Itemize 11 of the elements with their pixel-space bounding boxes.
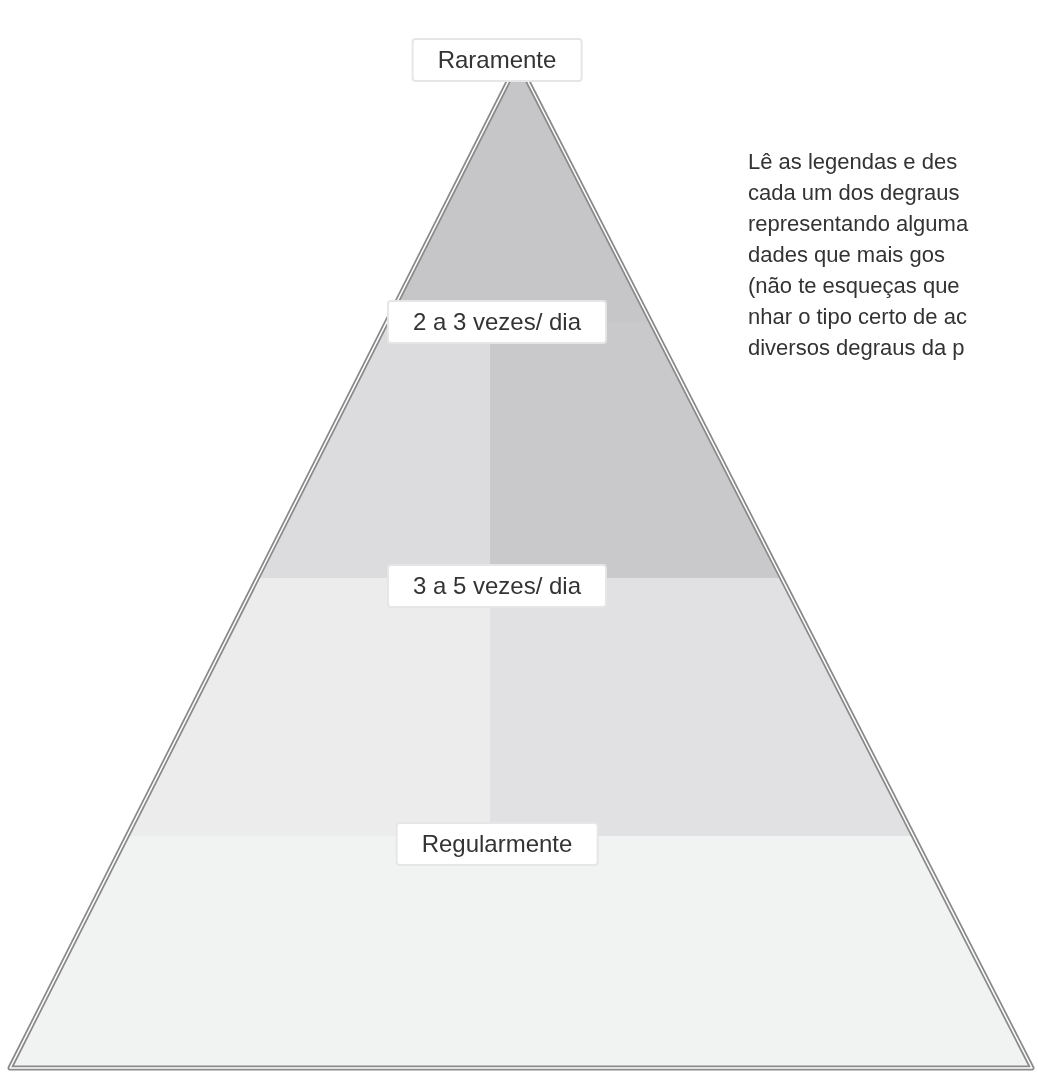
instruction-text-line: nhar o tipo certo de ac: [748, 303, 968, 331]
tier-label-box: Raramente: [411, 38, 583, 82]
instruction-text-line: Lê as legendas e des: [748, 148, 959, 176]
instruction-text-line: representando alguma: [748, 210, 969, 238]
instruction-text-line: cada um dos degraus: [748, 179, 961, 207]
tier-label-box: 3 a 5 vezes/ dia: [386, 564, 608, 608]
instruction-text-line: dades que mais gos: [748, 241, 946, 269]
tier-label-box: 2 a 3 vezes/ dia: [386, 300, 608, 344]
tier-label-box: Regularmente: [395, 822, 599, 866]
instruction-text-line: diversos degraus da p: [748, 334, 966, 362]
instruction-text-line: (não te esqueças que: [748, 272, 961, 300]
